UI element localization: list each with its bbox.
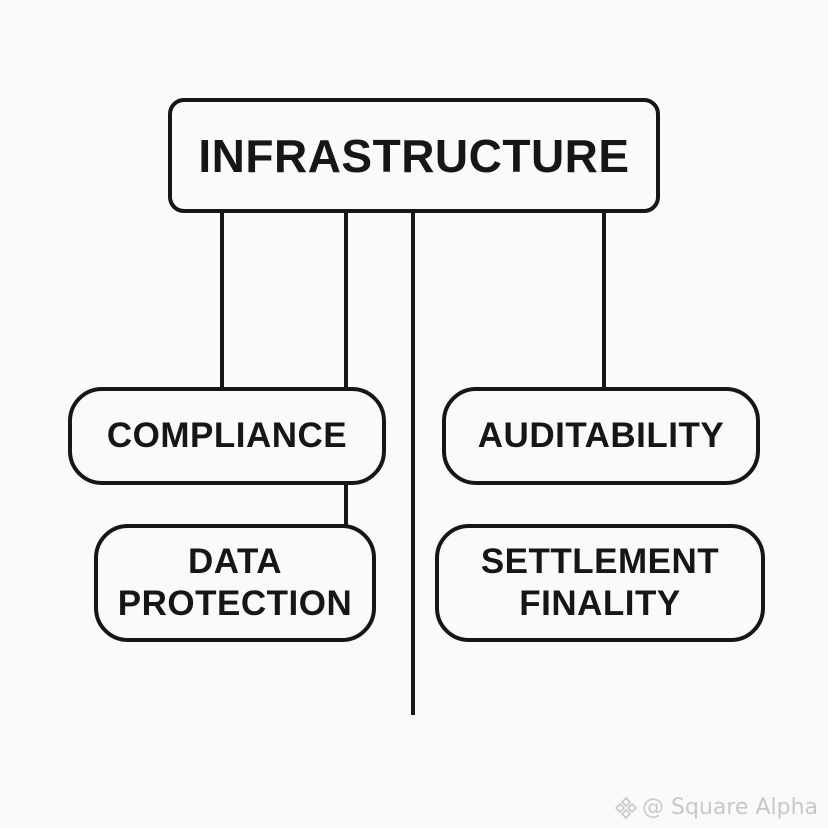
watermark: @ Square Alpha: [614, 795, 818, 820]
node-infrastructure: INFRASTRUCTURE: [168, 98, 660, 213]
node-data-protection: DATA PROTECTION: [94, 524, 376, 642]
node-infrastructure-label: INFRASTRUCTURE: [198, 129, 630, 182]
node-settlement-finality: SETTLEMENT FINALITY: [435, 524, 765, 642]
node-settlement-finality-label-line2: FINALITY: [519, 584, 681, 623]
watermark-text: @ Square Alpha: [642, 795, 818, 820]
node-data-protection-label-line2: PROTECTION: [117, 584, 353, 623]
edge-root-to-auditability: [602, 210, 606, 390]
node-settlement-finality-label-line1: SETTLEMENT: [480, 542, 720, 581]
node-compliance: COMPLIANCE: [68, 387, 386, 485]
edge-root-to-data-protection: [344, 210, 348, 527]
edge-root-to-compliance: [220, 210, 224, 390]
diamond-logo-icon: [614, 796, 638, 819]
node-data-protection-label-line1: DATA: [187, 542, 282, 581]
node-auditability: AUDITABILITY: [442, 387, 760, 485]
edge-center-trunk: [411, 210, 415, 715]
node-compliance-label: COMPLIANCE: [106, 416, 348, 455]
node-auditability-label: AUDITABILITY: [477, 416, 725, 455]
